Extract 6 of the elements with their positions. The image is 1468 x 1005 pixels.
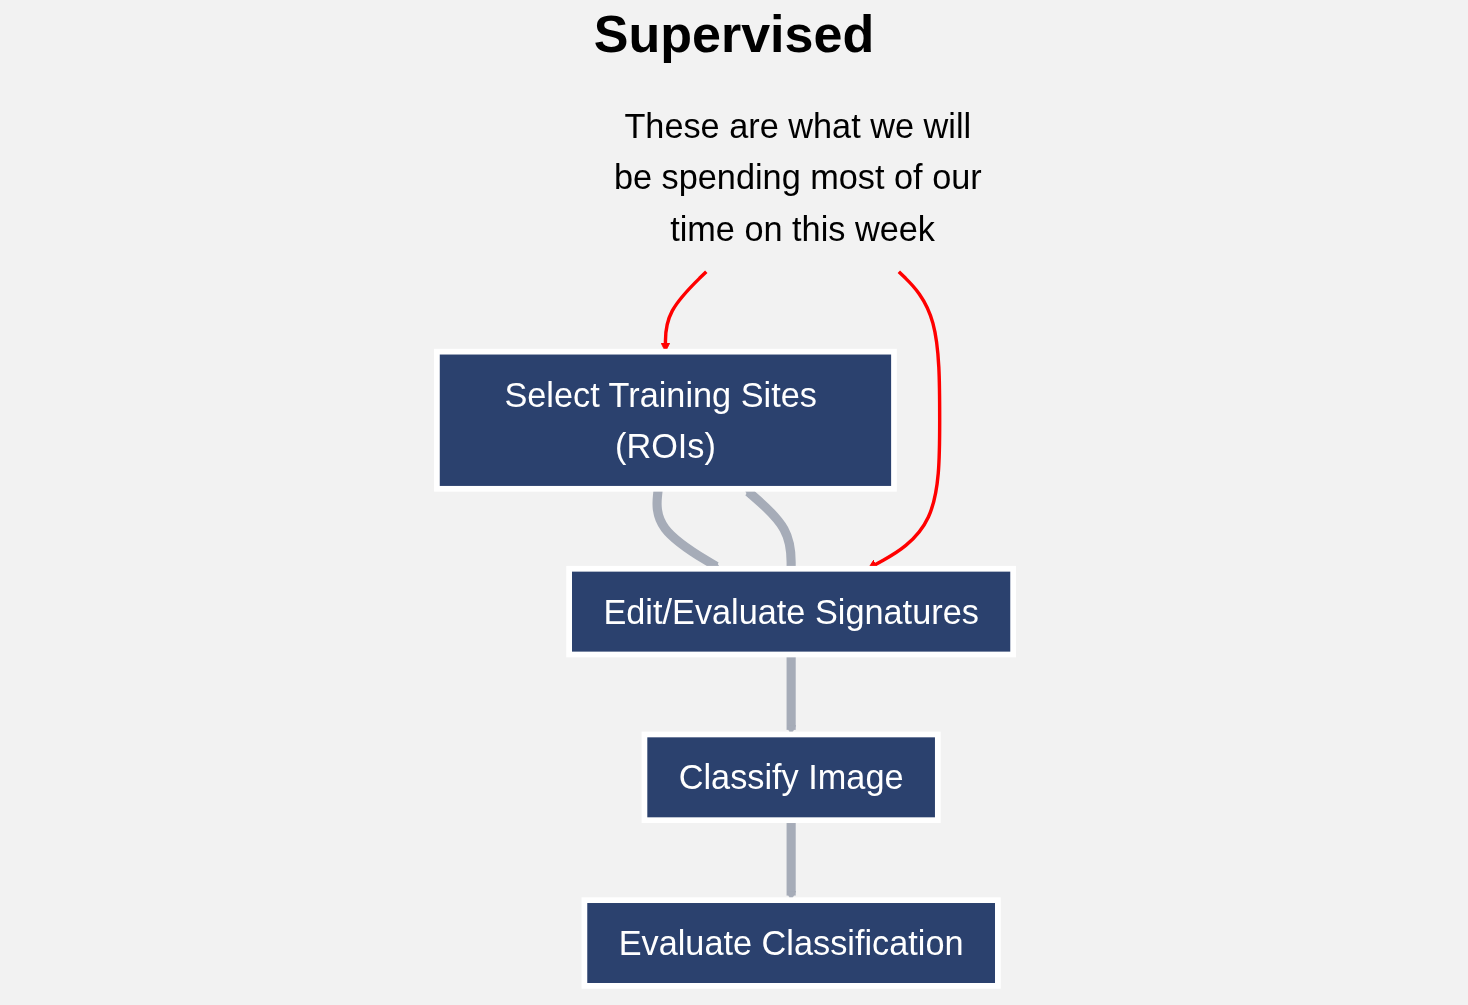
node-text: These are what we will be spending most of our time on this week [613,107,982,248]
diagram-title: Supervised [593,4,875,64]
node-box: Evaluate Classification [581,897,1001,989]
node-box: Classify Image [641,731,941,824]
node-box: Edit/Evaluate Signatures [566,565,1016,658]
node-box: Select Training Sites (ROIs) [434,348,897,492]
